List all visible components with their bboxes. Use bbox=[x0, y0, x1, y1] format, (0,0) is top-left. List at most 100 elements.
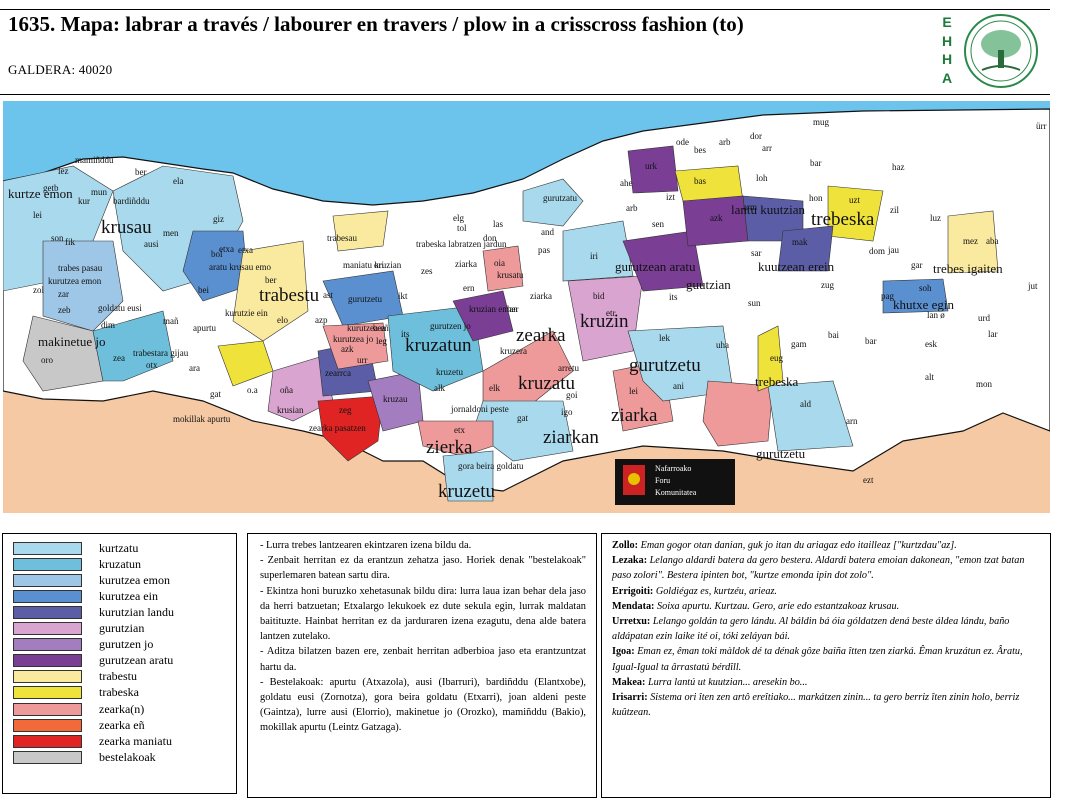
map-label: gam bbox=[791, 339, 807, 349]
map-label: etr bbox=[606, 308, 616, 318]
map-label: ausi bbox=[144, 239, 159, 249]
legend-label: bestelakoak bbox=[99, 749, 156, 764]
map-label: elg bbox=[453, 213, 464, 223]
notes-panel: - Lurra trebes lantzearen ekintzaren ize… bbox=[247, 533, 597, 798]
legend-swatch bbox=[13, 734, 82, 748]
map-label: trabes pasau bbox=[58, 263, 103, 273]
map-label: haz bbox=[892, 162, 905, 172]
map-label: bid bbox=[593, 291, 605, 301]
map-label: mañ bbox=[163, 316, 179, 326]
legend-label: kurutzian landu bbox=[99, 604, 174, 619]
map-label: pas bbox=[538, 245, 550, 255]
map-label: trabeska labratzen jardun bbox=[416, 239, 507, 249]
map-label: bar bbox=[810, 158, 822, 168]
legend-row: kurutzea ein bbox=[13, 589, 158, 603]
note-paragraph: - Aditza bilatzen bazen ere, zenbait her… bbox=[260, 646, 586, 673]
legend-row: gurutzian bbox=[13, 621, 144, 636]
legend-swatch bbox=[13, 654, 82, 668]
region-kurutzian-landu-3 bbox=[777, 225, 834, 272]
quote-entry: Errigoiti: Goldiégaz es, kurtzéu, arieaz… bbox=[612, 584, 1044, 599]
region-gurutzean-aratu-1 bbox=[452, 290, 514, 342]
map-label: lar bbox=[988, 329, 998, 339]
map-label: lei bbox=[629, 386, 638, 396]
legend-swatch bbox=[13, 638, 82, 652]
region-gurutzetu-south bbox=[627, 325, 734, 402]
map-label: guutzian bbox=[686, 277, 731, 292]
map-label: o.a bbox=[247, 385, 258, 395]
map-label: trabesau bbox=[327, 233, 357, 243]
legend-label: gurutzen jo bbox=[99, 637, 154, 652]
map-label: men bbox=[163, 228, 179, 238]
region-zearka-north bbox=[482, 245, 524, 292]
map-label: ani bbox=[673, 381, 684, 391]
quote-text: Lelango aldardi batera da gero bestera. … bbox=[612, 555, 1025, 582]
map-label: krusatu bbox=[497, 270, 524, 280]
quote-entry: Lezaka: Lelango aldardi batera da gero b… bbox=[612, 553, 1044, 583]
map-label: zes bbox=[421, 266, 433, 276]
legend-label: kurtzatu bbox=[99, 540, 139, 555]
map-label: zearka bbox=[516, 325, 566, 346]
map-label: bei bbox=[198, 285, 209, 295]
map-label: mon bbox=[976, 379, 993, 389]
map-label: oña bbox=[280, 385, 293, 395]
map-label: kurutzie ein bbox=[225, 308, 268, 318]
map-label: trebeska bbox=[755, 374, 799, 389]
note-paragraph: - Ekintza honi buruzko xehetasunak bildu… bbox=[260, 585, 586, 643]
map-label: bardiñddu bbox=[113, 196, 150, 206]
map-label: zol bbox=[33, 285, 44, 295]
region-zierka bbox=[417, 420, 494, 457]
legend-row: kurutzea emon bbox=[13, 573, 170, 587]
map-label: alk bbox=[434, 383, 445, 393]
map-label: its bbox=[401, 329, 410, 339]
map-label: fik bbox=[65, 237, 75, 247]
map-label: gurutzean aratu bbox=[615, 259, 696, 274]
quote-entry: Zollo: Eman gogor otan danian, guk jo it… bbox=[612, 538, 1044, 553]
legend-label: kurutzea ein bbox=[99, 588, 158, 603]
map-label: ezt bbox=[863, 475, 874, 485]
ehha-letter-3: H bbox=[941, 51, 953, 68]
map-label: jornaldoni peste bbox=[450, 404, 509, 414]
quote-text: Sistema ori îten zen artô ereîtiako... m… bbox=[612, 692, 1020, 719]
map-label: gurutzetu bbox=[348, 294, 382, 304]
region-kurutzea-ein-1 bbox=[182, 230, 249, 302]
map-label: kurutzea eñ bbox=[347, 323, 389, 333]
map-label: bai bbox=[828, 330, 839, 340]
map-label: elk bbox=[489, 383, 500, 393]
foru-line-3: Komunitatea bbox=[655, 488, 697, 497]
region-trabestu-north bbox=[332, 210, 389, 252]
map-label: kruzau bbox=[383, 394, 408, 404]
map-label: giz bbox=[213, 214, 224, 224]
map-label: zeb bbox=[58, 305, 71, 315]
map-label: kruzera bbox=[500, 346, 527, 356]
map-label: lan ø bbox=[927, 310, 945, 320]
map-label: azk bbox=[710, 213, 723, 223]
map-label: kurtze emon bbox=[8, 186, 73, 201]
map-label: sen bbox=[652, 219, 664, 229]
quote-text: Lelango goldán ta gero lándu. Al báldin … bbox=[612, 616, 1010, 643]
note-paragraph: - Bestelakoak: apurtu (Atxazola), ausi (… bbox=[260, 676, 586, 734]
map-label: lantu kuutzian bbox=[731, 202, 806, 217]
map-label: urk bbox=[645, 161, 657, 171]
map-label: ern bbox=[463, 283, 475, 293]
map-label: etx bbox=[454, 425, 465, 435]
map-label: ahe bbox=[620, 178, 633, 188]
map-label: urr bbox=[357, 355, 368, 365]
map-label: gurutzatu bbox=[543, 193, 577, 203]
map-label: krusian bbox=[277, 405, 304, 415]
map-label: ürr bbox=[1036, 121, 1047, 131]
map-label: zea bbox=[113, 353, 125, 363]
map-label: oia bbox=[494, 258, 505, 268]
legend-row: kruzatun bbox=[13, 557, 141, 571]
map-label: mak bbox=[792, 237, 808, 247]
legend-row: kurutzian landu bbox=[13, 605, 174, 619]
map-label: gora beira goldatu bbox=[458, 461, 524, 471]
map-label: ast bbox=[323, 290, 333, 300]
map-label: luz bbox=[930, 213, 941, 223]
legend-swatch bbox=[13, 557, 82, 571]
legend-swatch bbox=[13, 718, 82, 732]
map-label: uha bbox=[716, 340, 729, 350]
map-label: pag bbox=[881, 291, 894, 301]
